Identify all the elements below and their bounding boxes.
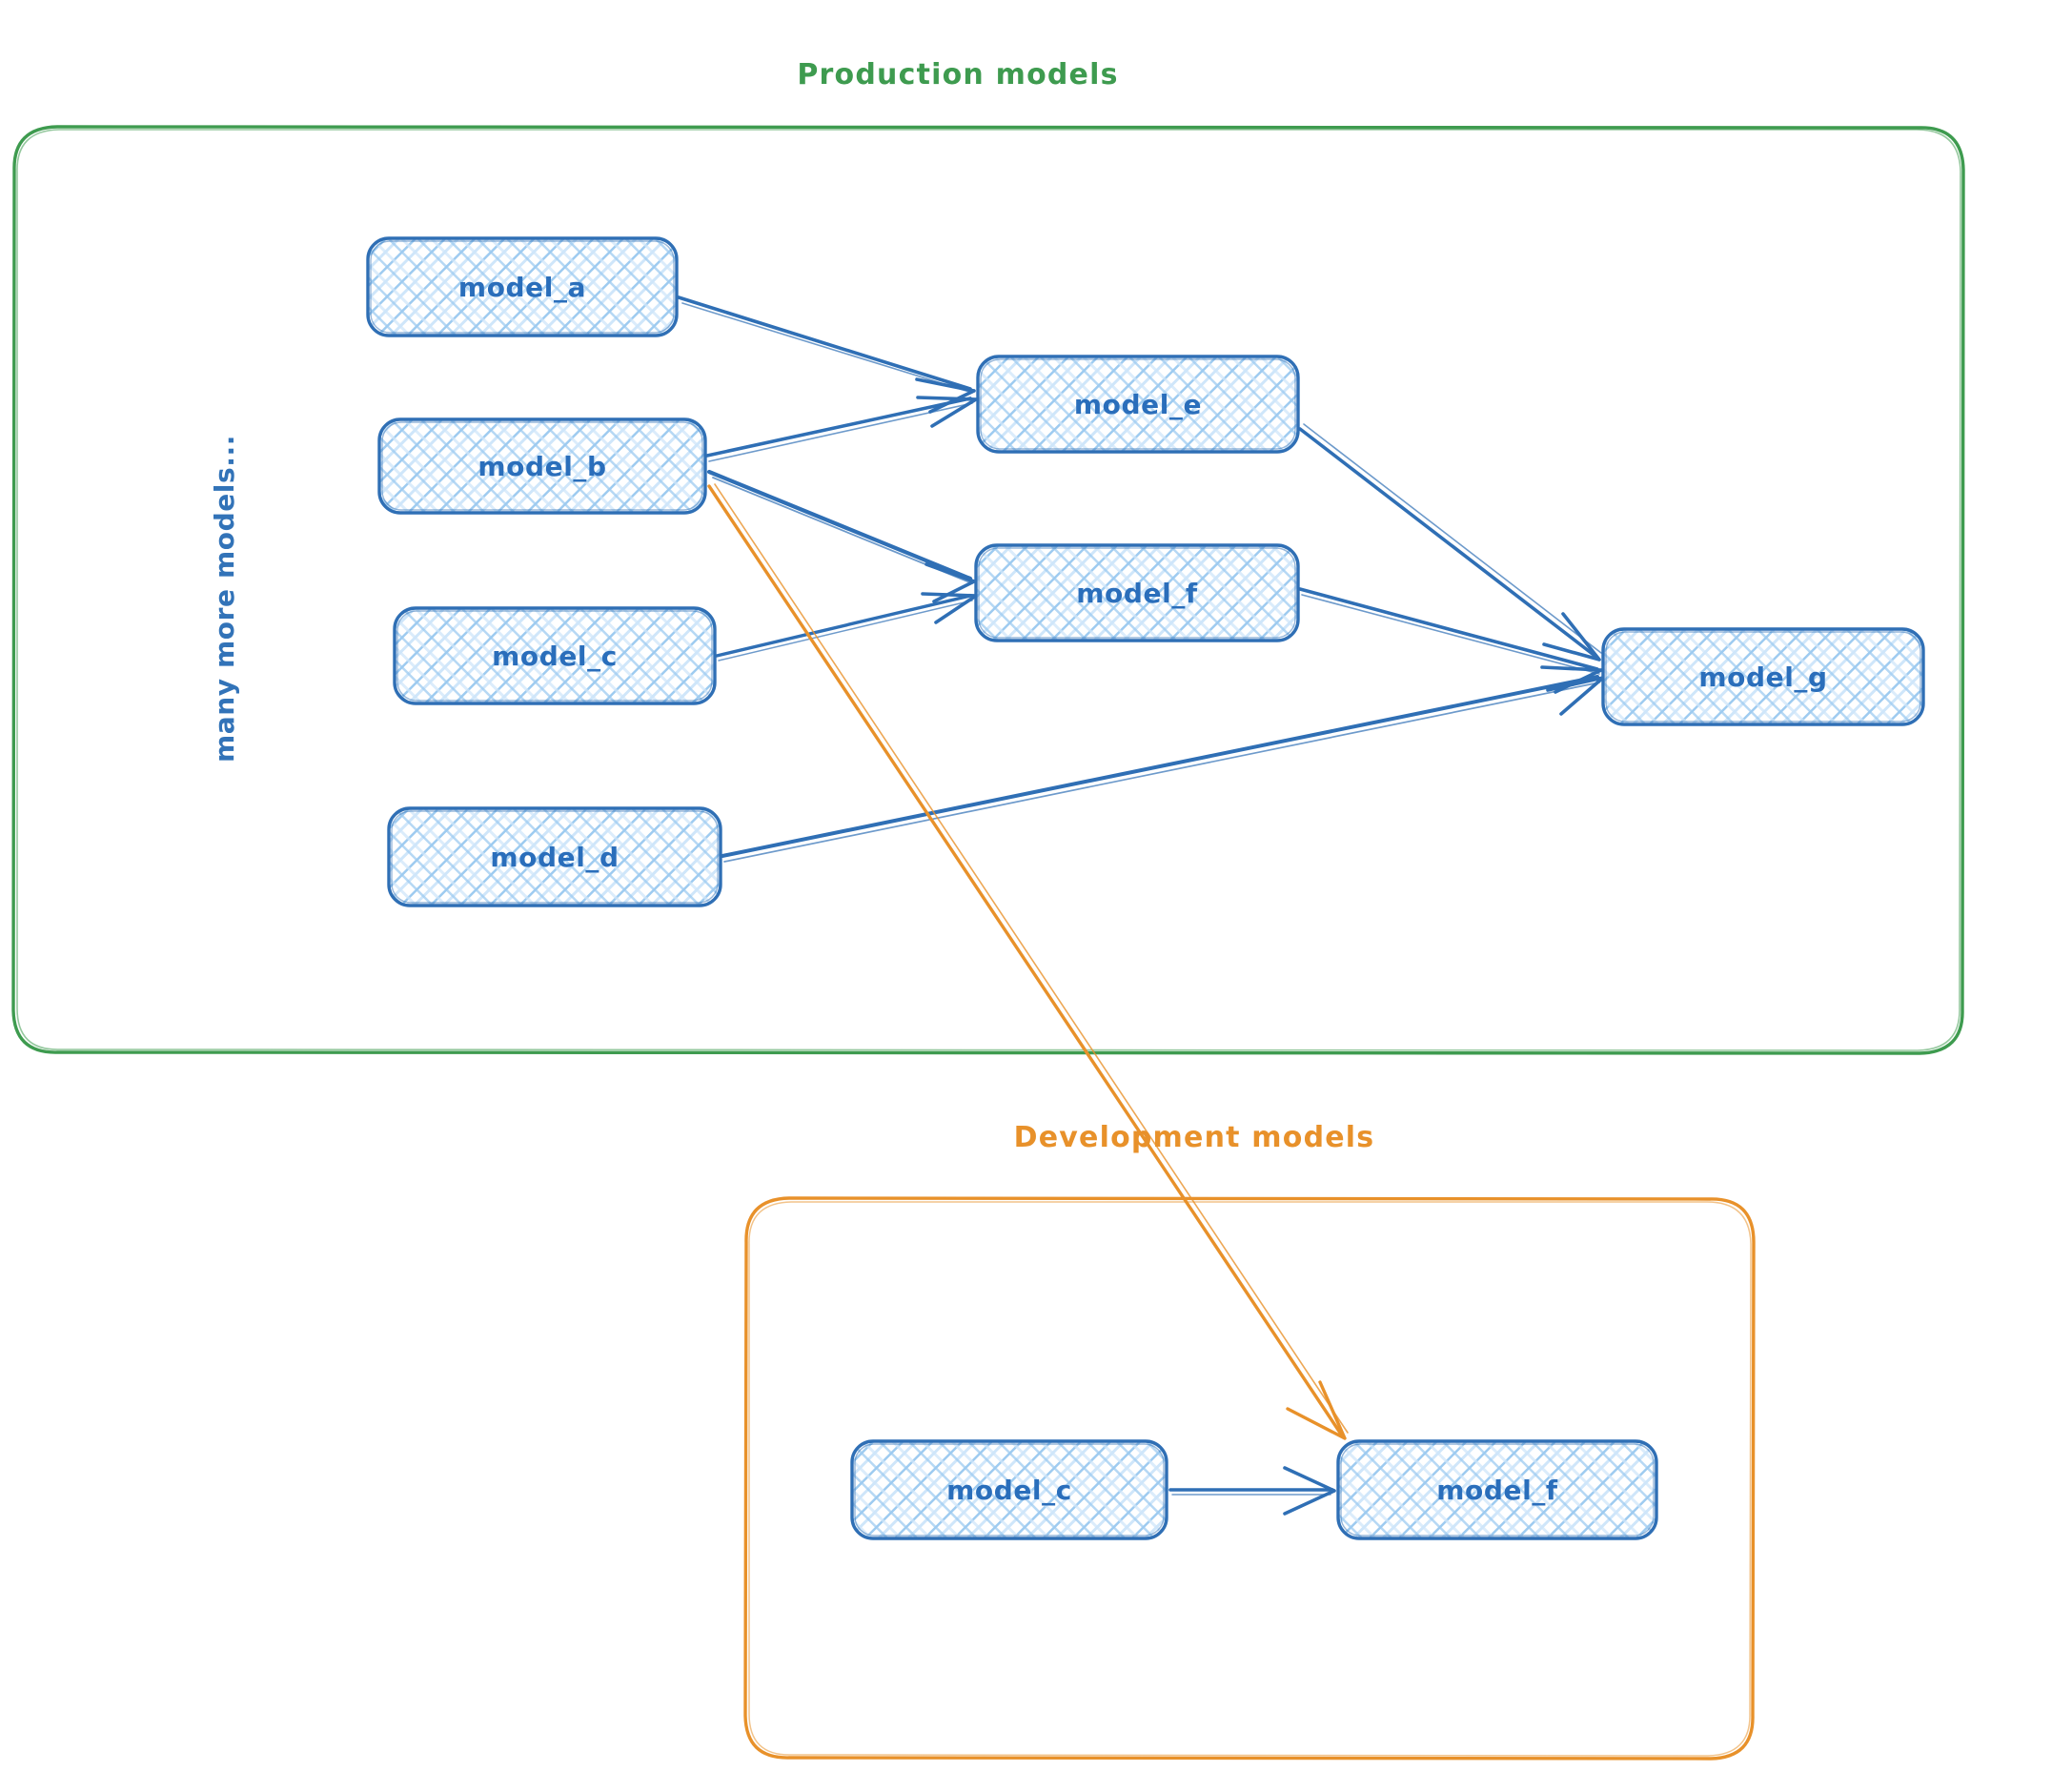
node-label: model_b [477,451,606,482]
edge-prod-model-b-to-dev-model-f [707,483,1349,1440]
group-production: Production models many more models... [11,58,1965,1055]
edge-dev-model-c-to-dev-model-f [1168,1466,1336,1516]
arrowhead-icon [924,562,976,603]
node-label: model_e [1074,389,1202,420]
production-container-border-sketch [16,129,1961,1051]
arrowhead-icon [916,396,978,428]
node-prod-model-a[interactable]: model_a [366,236,679,337]
node-label: model_f [1436,1475,1558,1506]
edge-model-e-to-model-g [1298,423,1602,662]
many-more-models-label: many more models... [209,435,240,763]
arrowhead-icon [1542,612,1601,662]
edge-model-a-to-model-e [677,295,976,414]
production-container-border [11,125,1965,1055]
edge-model-b-to-model-e [705,396,978,462]
arrowhead-icon [921,592,978,624]
edge-model-c-to-model-f [715,592,978,662]
node-prod-model-d[interactable]: model_d [387,806,722,907]
node-dev-model-f[interactable]: model_f [1336,1439,1658,1540]
development-container-border-sketch [748,1201,1752,1757]
node-prod-model-c[interactable]: model_c [393,606,717,705]
edge-model-d-to-model-g [721,675,1605,863]
node-dev-model-c[interactable]: model_c [850,1439,1168,1540]
node-prod-model-e[interactable]: model_e [976,355,1300,454]
production-group-title: Production models [797,58,1118,92]
node-label: model_g [1698,662,1827,693]
group-development: Development models [743,1121,1756,1761]
development-container-border [743,1196,1756,1761]
node-label: model_a [458,272,586,303]
edge-model-b-to-model-f [706,469,976,603]
node-label: model_c [492,641,618,672]
arrowhead-icon [1283,1466,1336,1516]
node-label: model_f [1076,578,1198,609]
development-group-title: Development models [1014,1121,1375,1154]
arrowhead-icon [1546,676,1605,716]
edges-layer [677,295,1605,1516]
arrowhead-icon [1286,1380,1347,1440]
node-label: model_d [490,842,619,873]
edge-model-f-to-model-g [1298,587,1603,694]
node-prod-model-b[interactable]: model_b [377,417,707,515]
node-label: model_c [946,1475,1072,1506]
node-prod-model-g[interactable]: model_g [1601,627,1925,726]
nodes-layer: model_a model_b model_c model_d [366,236,1925,1540]
node-prod-model-f[interactable]: model_f [974,543,1300,642]
